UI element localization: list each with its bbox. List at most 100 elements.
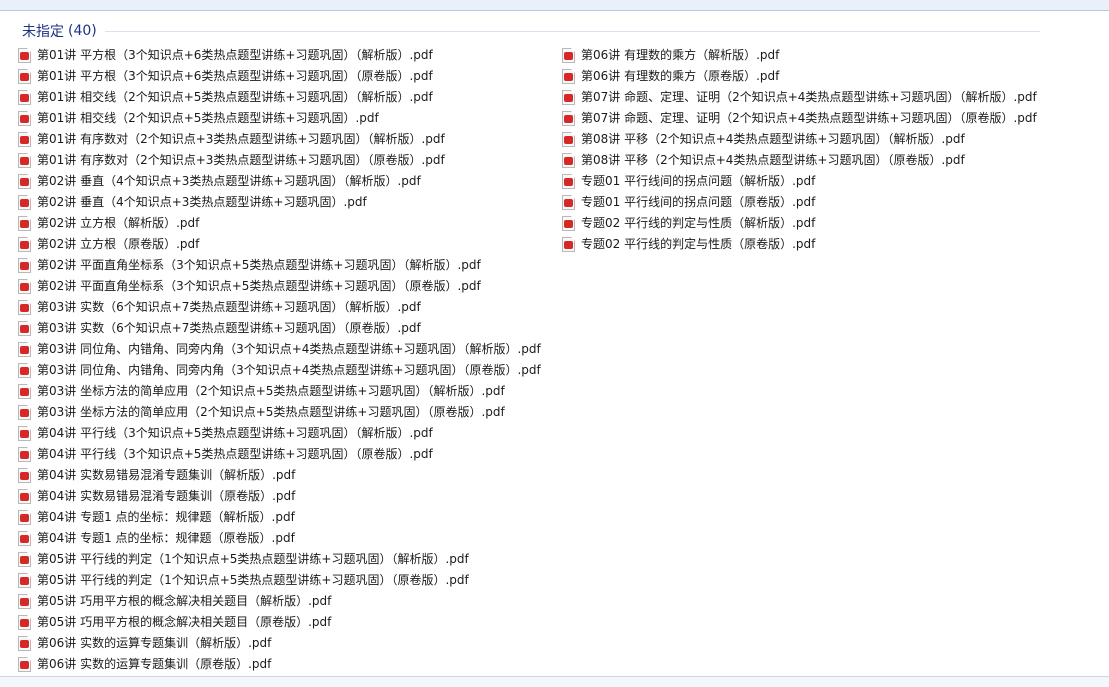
- file-item[interactable]: 第06讲 实数的运算专题集训（解析版）.pdf: [18, 633, 558, 654]
- file-item[interactable]: 第04讲 专题1 点的坐标：规律题（原卷版）.pdf: [18, 528, 558, 549]
- file-item[interactable]: 第03讲 坐标方法的简单应用（2个知识点+5类热点题型讲练+习题巩固）（原卷版）…: [18, 402, 558, 423]
- file-item[interactable]: 第04讲 专题1 点的坐标：规律题（解析版）.pdf: [18, 507, 558, 528]
- pdf-file-icon: [18, 510, 31, 525]
- group-count: (40): [68, 23, 97, 39]
- file-item[interactable]: 第05讲 巧用平方根的概念解决相关题目（原卷版）.pdf: [18, 612, 558, 633]
- file-item[interactable]: 第02讲 平面直角坐标系（3个知识点+5类热点题型讲练+习题巩固）（原卷版）.p…: [18, 276, 558, 297]
- file-item[interactable]: 第06讲 有理数的乘方（解析版）.pdf: [562, 45, 1082, 66]
- file-item[interactable]: 第03讲 实数（6个知识点+7类热点题型讲练+习题巩固）（原卷版）.pdf: [18, 318, 558, 339]
- group-header[interactable]: 未指定 (40): [22, 21, 97, 41]
- file-item[interactable]: 第02讲 平面直角坐标系（3个知识点+5类热点题型讲练+习题巩固）（解析版）.p…: [18, 255, 558, 276]
- file-item[interactable]: 第03讲 同位角、内错角、同旁内角（3个知识点+4类热点题型讲练+习题巩固）（原…: [18, 360, 558, 381]
- pdf-file-icon: [18, 468, 31, 483]
- file-item[interactable]: 第07讲 命题、定理、证明（2个知识点+4类热点题型讲练+习题巩固）（解析版）.…: [562, 87, 1082, 108]
- file-name: 第01讲 平方根（3个知识点+6类热点题型讲练+习题巩固）（解析版）.pdf: [37, 48, 433, 62]
- file-name: 第05讲 巧用平方根的概念解决相关题目（原卷版）.pdf: [37, 615, 332, 629]
- window-bottom-edge: [0, 676, 1109, 687]
- window-top-edge: [0, 0, 1109, 11]
- pdf-file-icon: [18, 384, 31, 399]
- file-item[interactable]: 第03讲 实数（6个知识点+7类热点题型讲练+习题巩固）（解析版）.pdf: [18, 297, 558, 318]
- pdf-file-icon: [18, 111, 31, 126]
- group-divider: [105, 31, 1040, 32]
- file-item[interactable]: 专题01 平行线间的拐点问题（解析版）.pdf: [562, 171, 1082, 192]
- pdf-file-icon: [18, 615, 31, 630]
- file-item[interactable]: 第01讲 相交线（2个知识点+5类热点题型讲练+习题巩固）（解析版）.pdf: [18, 87, 558, 108]
- file-item[interactable]: 第04讲 实数易错易混淆专题集训（解析版）.pdf: [18, 465, 558, 486]
- pdf-file-icon: [18, 489, 31, 504]
- group-name: 未指定: [22, 24, 64, 40]
- file-item[interactable]: 专题02 平行线的判定与性质（原卷版）.pdf: [562, 234, 1082, 255]
- pdf-file-icon: [18, 300, 31, 315]
- file-item[interactable]: 第03讲 同位角、内错角、同旁内角（3个知识点+4类热点题型讲练+习题巩固）（解…: [18, 339, 558, 360]
- file-list-left-column: 第01讲 平方根（3个知识点+6类热点题型讲练+习题巩固）（解析版）.pdf 第0…: [18, 45, 558, 675]
- pdf-file-icon: [18, 636, 31, 651]
- file-item[interactable]: 第01讲 有序数对（2个知识点+3类热点题型讲练+习题巩固）（解析版）.pdf: [18, 129, 558, 150]
- pdf-file-icon: [18, 363, 31, 378]
- pdf-file-icon: [18, 321, 31, 336]
- file-name: 第02讲 立方根（解析版）.pdf: [37, 216, 200, 230]
- pdf-file-icon: [562, 48, 575, 63]
- file-name: 专题02 平行线的判定与性质（解析版）.pdf: [581, 216, 816, 230]
- file-item[interactable]: 第01讲 有序数对（2个知识点+3类热点题型讲练+习题巩固）（原卷版）.pdf: [18, 150, 558, 171]
- file-item[interactable]: 第05讲 巧用平方根的概念解决相关题目（解析版）.pdf: [18, 591, 558, 612]
- file-name: 第03讲 实数（6个知识点+7类热点题型讲练+习题巩固）（原卷版）.pdf: [37, 321, 421, 335]
- file-name: 第05讲 平行线的判定（1个知识点+5类热点题型讲练+习题巩固）（解析版）.pd…: [37, 552, 469, 566]
- file-name: 第03讲 同位角、内错角、同旁内角（3个知识点+4类热点题型讲练+习题巩固）（原…: [37, 363, 541, 377]
- pdf-file-icon: [18, 69, 31, 84]
- file-name: 第02讲 平面直角坐标系（3个知识点+5类热点题型讲练+习题巩固）（原卷版）.p…: [37, 279, 481, 293]
- file-item[interactable]: 第02讲 立方根（解析版）.pdf: [18, 213, 558, 234]
- file-item[interactable]: 第04讲 平行线（3个知识点+5类热点题型讲练+习题巩固）（原卷版）.pdf: [18, 444, 558, 465]
- file-name: 专题01 平行线间的拐点问题（解析版）.pdf: [581, 174, 816, 188]
- file-item[interactable]: 第08讲 平移（2个知识点+4类热点题型讲练+习题巩固）（解析版）.pdf: [562, 129, 1082, 150]
- file-name: 第06讲 有理数的乘方（原卷版）.pdf: [581, 69, 780, 83]
- file-name: 第07讲 命题、定理、证明（2个知识点+4类热点题型讲练+习题巩固）（解析版）.…: [581, 90, 1037, 104]
- pdf-file-icon: [18, 132, 31, 147]
- file-item[interactable]: 第04讲 平行线（3个知识点+5类热点题型讲练+习题巩固）（解析版）.pdf: [18, 423, 558, 444]
- file-name: 第04讲 实数易错易混淆专题集训（原卷版）.pdf: [37, 489, 296, 503]
- pdf-file-icon: [18, 216, 31, 231]
- file-item[interactable]: 第08讲 平移（2个知识点+4类热点题型讲练+习题巩固）（原卷版）.pdf: [562, 150, 1082, 171]
- pdf-file-icon: [18, 153, 31, 168]
- file-item[interactable]: 第01讲 平方根（3个知识点+6类热点题型讲练+习题巩固）（解析版）.pdf: [18, 45, 558, 66]
- file-name: 专题01 平行线间的拐点问题（原卷版）.pdf: [581, 195, 816, 209]
- file-name: 第08讲 平移（2个知识点+4类热点题型讲练+习题巩固）（原卷版）.pdf: [581, 153, 965, 167]
- file-item[interactable]: 第06讲 有理数的乘方（原卷版）.pdf: [562, 66, 1082, 87]
- file-name: 第02讲 垂直（4个知识点+3类热点题型讲练+习题巩固）.pdf: [37, 195, 367, 209]
- file-item[interactable]: 第02讲 垂直（4个知识点+3类热点题型讲练+习题巩固）（解析版）.pdf: [18, 171, 558, 192]
- pdf-file-icon: [18, 258, 31, 273]
- file-item[interactable]: 第03讲 坐标方法的简单应用（2个知识点+5类热点题型讲练+习题巩固）（解析版）…: [18, 381, 558, 402]
- file-item[interactable]: 第02讲 立方根（原卷版）.pdf: [18, 234, 558, 255]
- file-name: 第03讲 同位角、内错角、同旁内角（3个知识点+4类热点题型讲练+习题巩固）（解…: [37, 342, 541, 356]
- pdf-file-icon: [18, 174, 31, 189]
- pdf-file-icon: [562, 132, 575, 147]
- file-name: 第04讲 专题1 点的坐标：规律题（解析版）.pdf: [37, 510, 295, 524]
- file-name: 第03讲 坐标方法的简单应用（2个知识点+5类热点题型讲练+习题巩固）（解析版）…: [37, 384, 505, 398]
- file-name: 专题02 平行线的判定与性质（原卷版）.pdf: [581, 237, 816, 251]
- pdf-file-icon: [562, 111, 575, 126]
- pdf-file-icon: [18, 447, 31, 462]
- file-name: 第01讲 平方根（3个知识点+6类热点题型讲练+习题巩固）（原卷版）.pdf: [37, 69, 433, 83]
- pdf-file-icon: [562, 90, 575, 105]
- file-name: 第01讲 相交线（2个知识点+5类热点题型讲练+习题巩固）（解析版）.pdf: [37, 90, 433, 104]
- file-name: 第01讲 有序数对（2个知识点+3类热点题型讲练+习题巩固）（原卷版）.pdf: [37, 153, 445, 167]
- file-item[interactable]: 第01讲 平方根（3个知识点+6类热点题型讲练+习题巩固）（原卷版）.pdf: [18, 66, 558, 87]
- file-item[interactable]: 第01讲 相交线（2个知识点+5类热点题型讲练+习题巩固）.pdf: [18, 108, 558, 129]
- file-name: 第04讲 平行线（3个知识点+5类热点题型讲练+习题巩固）（解析版）.pdf: [37, 426, 433, 440]
- file-item[interactable]: 第05讲 平行线的判定（1个知识点+5类热点题型讲练+习题巩固）（解析版）.pd…: [18, 549, 558, 570]
- file-name: 第06讲 实数的运算专题集训（原卷版）.pdf: [37, 657, 272, 671]
- file-item[interactable]: 第07讲 命题、定理、证明（2个知识点+4类热点题型讲练+习题巩固）（原卷版）.…: [562, 108, 1082, 129]
- file-name: 第04讲 专题1 点的坐标：规律题（原卷版）.pdf: [37, 531, 295, 545]
- file-item[interactable]: 第05讲 平行线的判定（1个知识点+5类热点题型讲练+习题巩固）（原卷版）.pd…: [18, 570, 558, 591]
- file-item[interactable]: 第04讲 实数易错易混淆专题集训（原卷版）.pdf: [18, 486, 558, 507]
- file-item[interactable]: 专题01 平行线间的拐点问题（原卷版）.pdf: [562, 192, 1082, 213]
- pdf-file-icon: [18, 279, 31, 294]
- file-name: 第08讲 平移（2个知识点+4类热点题型讲练+习题巩固）（解析版）.pdf: [581, 132, 965, 146]
- pdf-file-icon: [18, 48, 31, 63]
- pdf-file-icon: [18, 405, 31, 420]
- file-item[interactable]: 第02讲 垂直（4个知识点+3类热点题型讲练+习题巩固）.pdf: [18, 192, 558, 213]
- file-item[interactable]: 专题02 平行线的判定与性质（解析版）.pdf: [562, 213, 1082, 234]
- pdf-file-icon: [18, 594, 31, 609]
- file-name: 第04讲 实数易错易混淆专题集训（解析版）.pdf: [37, 468, 296, 482]
- file-item[interactable]: 第06讲 实数的运算专题集训（原卷版）.pdf: [18, 654, 558, 675]
